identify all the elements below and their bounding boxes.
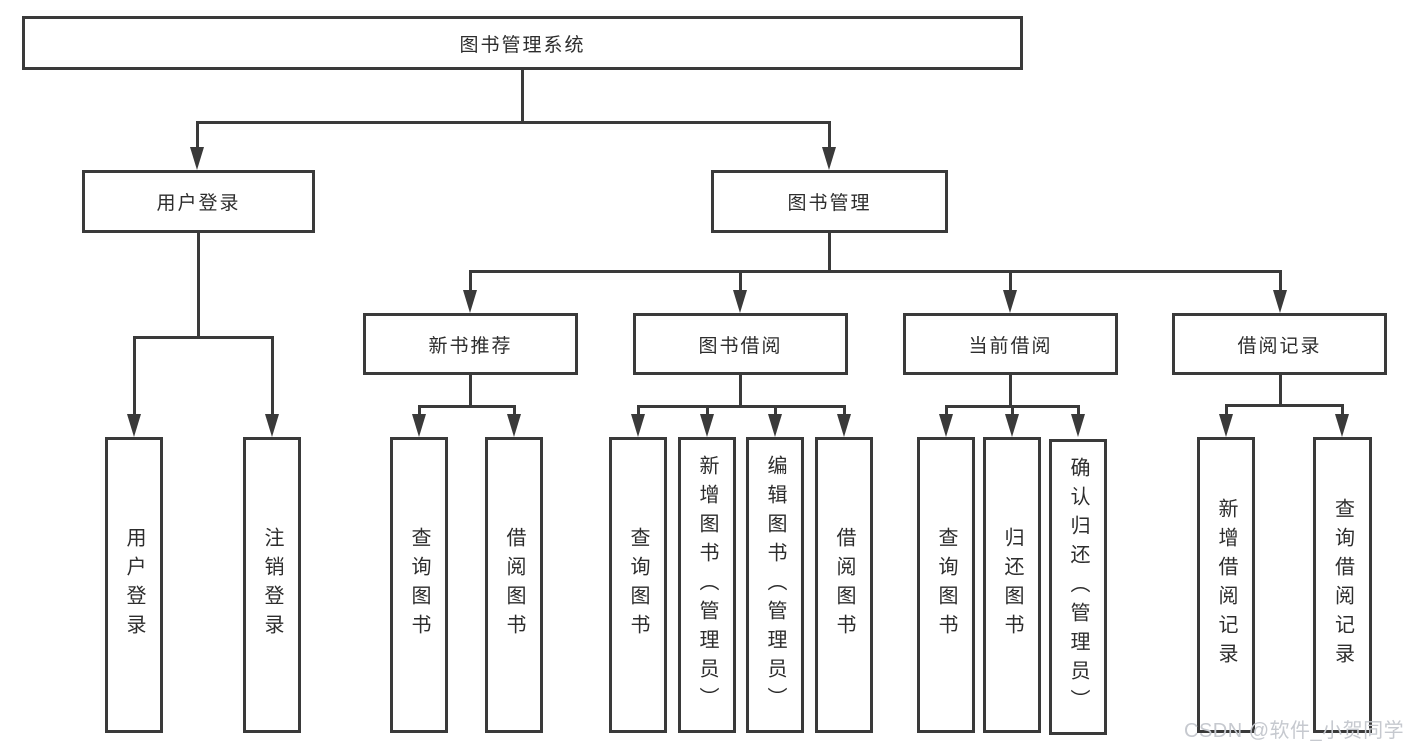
node-book-management: 图书管理	[711, 170, 948, 233]
book-management-connector-bar	[468, 270, 1282, 273]
root-arrowhead-down-icon	[822, 147, 836, 170]
book-borrow-connector-bar	[636, 405, 846, 408]
leaf-label: 查询图书	[935, 527, 957, 643]
current-borrow-arrow-stem	[1010, 405, 1014, 418]
node-book-borrow: 图书借阅	[633, 313, 848, 375]
new-book-rec-arrowhead-down-icon	[507, 414, 521, 437]
book-management-arrowhead-down-icon	[733, 290, 747, 313]
node-user-login: 用户登录	[82, 170, 315, 233]
book-management-connector-stem	[827, 233, 831, 273]
node-new-book-recommend: 新书推荐	[363, 313, 578, 375]
user-login-arrowhead-down-icon	[265, 414, 279, 437]
node-leaf-login: 用户登录	[105, 437, 163, 733]
new-book-rec-arrow-stem	[417, 405, 421, 418]
book-borrow-arrowhead-down-icon	[837, 414, 851, 437]
book-management-arrowhead-down-icon	[463, 290, 477, 313]
root-connector-bar	[195, 121, 831, 124]
node-leaf-edit-book-admin: 编辑图书（管理员）	[746, 437, 804, 733]
current-borrow-arrow-stem	[1076, 405, 1080, 418]
leaf-label: 借阅图书	[503, 527, 525, 643]
node-leaf-return-book: 归还图书	[983, 437, 1041, 733]
book-management-arrowhead-down-icon	[1003, 290, 1017, 313]
node-root: 图书管理系统	[22, 16, 1023, 70]
current-borrow-arrowhead-down-icon	[1005, 414, 1019, 437]
node-leaf-borrow-book-2: 借阅图书	[815, 437, 873, 733]
leaf-label: 用户登录	[123, 527, 145, 643]
leaf-label: 归还图书	[1001, 527, 1023, 643]
leaf-label: 确认归还（管理员）	[1067, 456, 1089, 718]
node-leaf-logout: 注销登录	[243, 437, 301, 733]
user-login-arrow-stem	[270, 336, 274, 418]
leaf-label: 借阅图书	[833, 527, 855, 643]
root-arrow-stem	[827, 121, 831, 151]
node-leaf-query-book-3: 查询图书	[917, 437, 975, 733]
node-leaf-query-book-1: 查询图书	[390, 437, 448, 733]
root-arrow-stem	[195, 121, 199, 151]
node-current-borrow: 当前借阅	[903, 313, 1118, 375]
node-leaf-add-book-admin: 新增图书（管理员）	[678, 437, 736, 733]
current-borrow-connector-stem	[1008, 375, 1012, 408]
new-book-rec-arrowhead-down-icon	[412, 414, 426, 437]
root-arrowhead-down-icon	[190, 147, 204, 170]
book-borrow-arrowhead-down-icon	[768, 414, 782, 437]
current-borrow-arrowhead-down-icon	[939, 414, 953, 437]
node-leaf-query-book-2: 查询图书	[609, 437, 667, 733]
node-borrow-records: 借阅记录	[1172, 313, 1387, 375]
book-borrow-connector-stem	[738, 375, 742, 408]
book-borrow-arrowhead-down-icon	[631, 414, 645, 437]
borrow-records-connector-bar	[1224, 404, 1344, 407]
book-management-arrow-stem	[738, 270, 742, 294]
book-management-arrow-stem	[1008, 270, 1012, 294]
current-borrow-arrowhead-down-icon	[1071, 414, 1085, 437]
node-leaf-query-borrow-record: 查询借阅记录	[1313, 437, 1372, 733]
leaf-label: 查询图书	[408, 527, 430, 643]
user-login-connector-bar	[132, 336, 274, 339]
borrow-records-arrow-stem	[1224, 404, 1228, 418]
new-book-rec-arrow-stem	[512, 405, 516, 418]
user-login-arrow-stem	[132, 336, 136, 418]
book-borrow-arrowhead-down-icon	[700, 414, 714, 437]
borrow-records-arrowhead-down-icon	[1219, 414, 1233, 437]
leaf-label: 新增借阅记录	[1215, 498, 1237, 672]
leaf-label: 新增图书（管理员）	[696, 454, 718, 716]
user-login-connector-stem	[196, 233, 200, 339]
node-leaf-add-borrow-record: 新增借阅记录	[1197, 437, 1255, 733]
book-borrow-arrow-stem	[773, 405, 777, 418]
book-borrow-arrow-stem	[842, 405, 846, 418]
new-book-rec-connector-stem	[468, 375, 472, 408]
watermark: CSDN @软件_小贺同学	[1184, 720, 1405, 742]
leaf-label: 注销登录	[261, 527, 283, 643]
borrow-records-arrowhead-down-icon	[1335, 414, 1349, 437]
user-login-arrowhead-down-icon	[127, 414, 141, 437]
book-management-arrowhead-down-icon	[1273, 290, 1287, 313]
leaf-label: 查询图书	[627, 527, 649, 643]
borrow-records-connector-stem	[1278, 375, 1282, 407]
node-leaf-confirm-return-admin: 确认归还（管理员）	[1049, 439, 1107, 735]
book-borrow-arrow-stem	[705, 405, 709, 418]
book-management-arrow-stem	[1278, 270, 1282, 294]
borrow-records-arrow-stem	[1340, 404, 1344, 418]
new-book-rec-connector-bar	[417, 405, 516, 408]
leaf-label: 编辑图书（管理员）	[764, 454, 786, 716]
book-borrow-arrow-stem	[636, 405, 640, 418]
book-management-arrow-stem	[468, 270, 472, 294]
root-connector-stem	[520, 69, 524, 124]
leaf-label: 查询借阅记录	[1331, 498, 1354, 672]
node-leaf-borrow-book-1: 借阅图书	[485, 437, 543, 733]
current-borrow-arrow-stem	[944, 405, 948, 418]
